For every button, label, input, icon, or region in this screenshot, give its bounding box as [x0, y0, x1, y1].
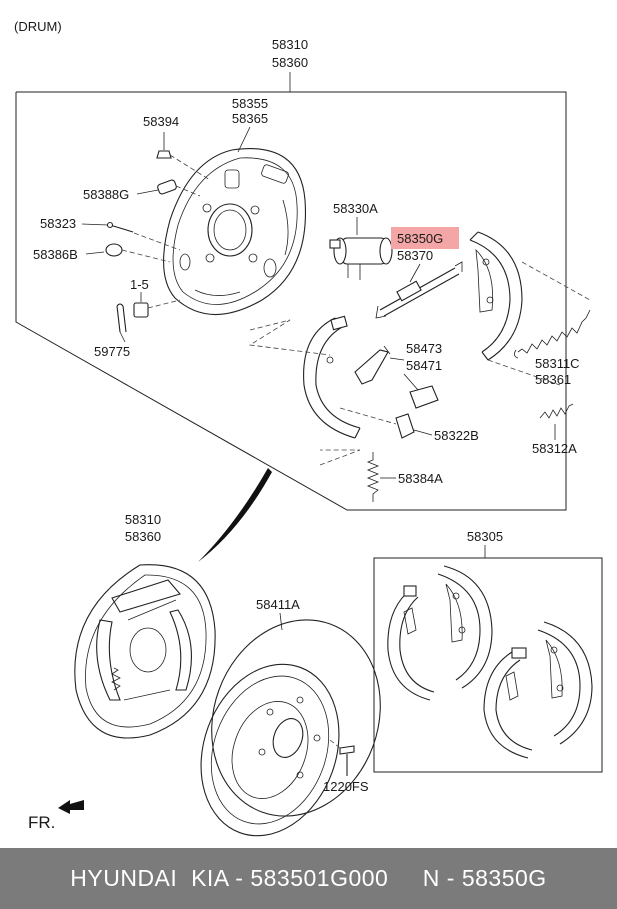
short-spring-part [539, 403, 574, 419]
callout-58388G: 58388G [83, 187, 129, 202]
callout-58330A: 58330A [333, 201, 378, 216]
callout-58386B: 58386B [33, 247, 78, 262]
callout-58365: 58365 [232, 111, 268, 126]
return-spring-upper [514, 309, 591, 359]
shoe-kit-shoe-4 [537, 621, 593, 745]
shoe-kit-shoe-2 [437, 565, 493, 689]
parking-lever-part [354, 345, 391, 385]
callout-58310-bottom: 58310 [125, 512, 161, 527]
callout-58360-bottom: 58360 [125, 529, 161, 544]
brake-shoe-left [303, 315, 361, 439]
drum-bolt-part [339, 745, 355, 755]
pin-part [109, 224, 134, 233]
diagram-header: (DRUM) [14, 19, 62, 34]
callout-58305: 58305 [467, 529, 503, 544]
callout-59775: 59775 [94, 344, 130, 359]
lever-plate-part [409, 385, 439, 409]
assembled-brake [74, 564, 216, 739]
front-arrow-icon [58, 800, 84, 814]
shoe-kit-frame [373, 557, 603, 773]
footer-part-number: HYUNDAI KIA - 583501G000 [70, 865, 389, 891]
callout-58361: 58361 [535, 372, 571, 387]
wheel-cylinder-part [329, 237, 393, 280]
callout-58322B: 58322B [434, 428, 479, 443]
part-number-footer: HYUNDAI KIA - 583501G000 N - 58350G [0, 848, 617, 909]
plug-part [157, 179, 177, 195]
callout-58384A: 58384A [398, 471, 443, 486]
brake-drum [200, 619, 381, 837]
callout-58312A: 58312A [532, 441, 577, 456]
callout-58323: 58323 [40, 216, 76, 231]
exploded-view-frame [15, 91, 567, 511]
brake-shoe-right [469, 231, 523, 361]
callout-58473: 58473 [406, 341, 442, 356]
lower-spring-part [366, 452, 380, 502]
bolt-part [156, 150, 172, 159]
callout-58411A: 58411A [256, 597, 300, 612]
callout-58311C: 58311C [535, 356, 580, 371]
shoe-kit-shoe-3 [483, 647, 533, 759]
direction-label: FR. [28, 813, 55, 832]
callout-58394: 58394 [143, 114, 179, 129]
callout-58350G-highlight [391, 227, 459, 249]
callout-58355: 58355 [232, 96, 268, 111]
strut-part [395, 413, 415, 439]
adjuster-part [375, 261, 463, 319]
grommet-part [133, 302, 149, 318]
callout-qty: 1-5 [130, 277, 149, 292]
callout-58310-top: 58310 [272, 37, 308, 52]
bleeder-cap-part [105, 243, 123, 257]
parts-diagram: (DRUM) 58310 58360 58355 58365 58394 583… [14, 19, 603, 837]
callout-1220FS: 1220FS [323, 779, 369, 794]
shoe-kit-shoe-1 [387, 585, 435, 701]
leader-arrow [198, 468, 272, 562]
callout-58350G: 58350G [397, 231, 443, 246]
footer-reference: N - 58350G [422, 865, 547, 891]
spring-clip-part [116, 303, 127, 333]
callout-58471: 58471 [406, 358, 442, 373]
callout-58370: 58370 [397, 248, 433, 263]
callout-58360-top: 58360 [272, 55, 308, 70]
backing-plate [163, 148, 307, 316]
